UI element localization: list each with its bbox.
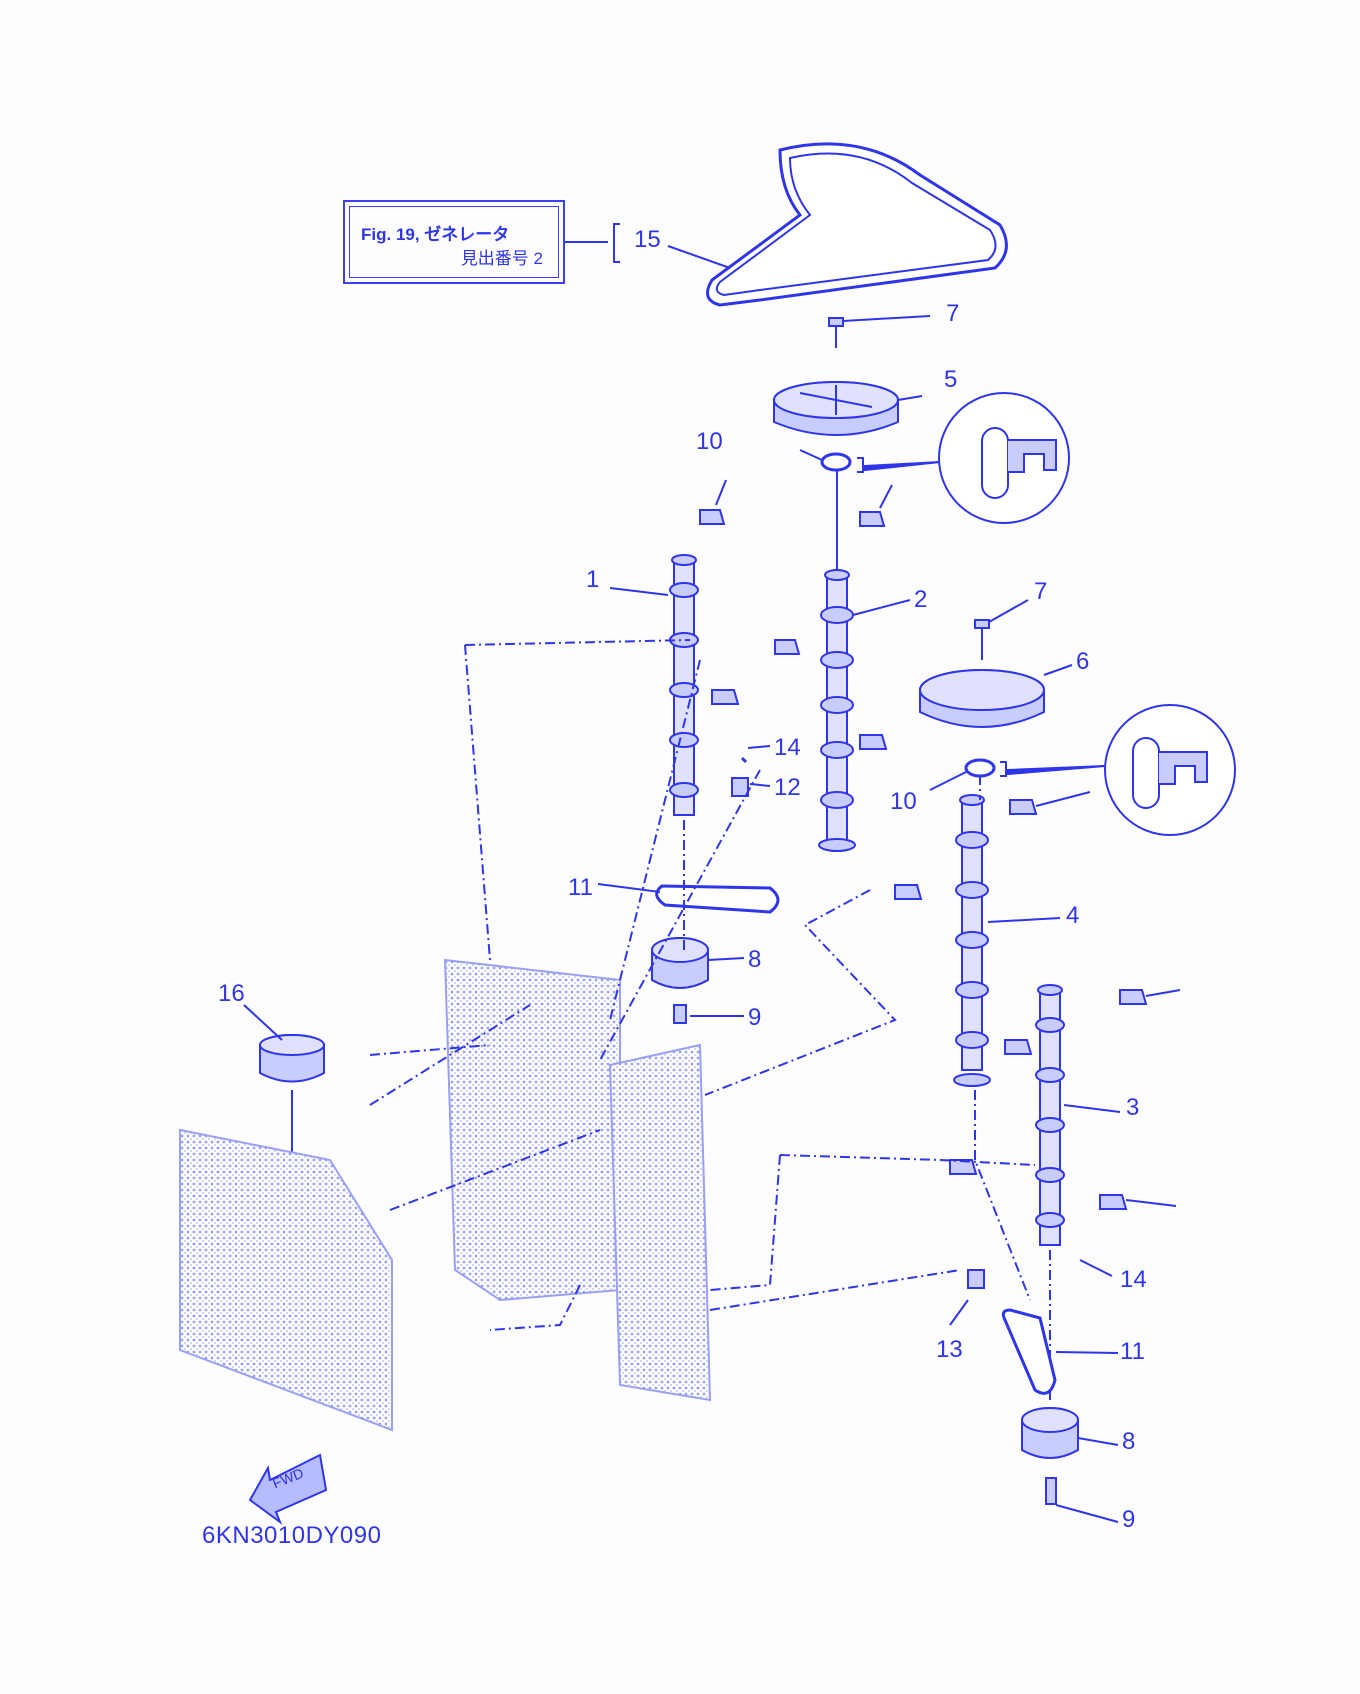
camshaft-4	[953, 794, 1061, 1087]
oil-seal-top	[799, 392, 1070, 524]
callout-8-upper[interactable]: 8	[748, 946, 762, 973]
callout-4[interactable]: 4	[1066, 902, 1080, 929]
callout-14-lower[interactable]: 14	[1120, 1266, 1147, 1293]
fwd-arrow-icon	[248, 1453, 328, 1525]
cam-caps-right	[894, 791, 1181, 1210]
gear-6	[919, 599, 1073, 728]
camshaft-2	[818, 470, 911, 852]
figure-reference-box[interactable]: Fig. 19, ゼネレータ 見出番号 2	[343, 200, 565, 284]
callout-3[interactable]: 3	[1126, 1094, 1140, 1121]
assembly-guide-lines	[369, 639, 1051, 1400]
reference-index-label: 見出番号 2	[460, 249, 543, 268]
callout-7-mid[interactable]: 7	[1034, 578, 1048, 605]
callout-11-lower[interactable]: 11	[1120, 1338, 1145, 1365]
callout-9-lower[interactable]: 9	[1122, 1506, 1136, 1533]
cylinder-head-center	[443, 958, 621, 1302]
reference-figure-label: Fig. 19, ゼネレータ	[361, 225, 510, 244]
callout-7-top[interactable]: 7	[946, 300, 960, 327]
callout-16[interactable]: 16	[218, 980, 245, 1007]
cylinder-head-right	[608, 1043, 712, 1402]
sprocket-lower	[1021, 1407, 1119, 1523]
callout-10-top[interactable]: 10	[696, 428, 723, 455]
callout-2[interactable]: 2	[914, 586, 928, 613]
generator-belt	[706, 142, 1008, 307]
diagram-code: 6KN3010DY090	[202, 1522, 382, 1549]
callout-14-upper[interactable]: 14	[774, 734, 801, 761]
callout-13[interactable]: 13	[936, 1336, 963, 1363]
callout-6[interactable]: 6	[1076, 648, 1090, 675]
callout-11-upper[interactable]: 11	[568, 874, 593, 901]
pulley-5	[773, 381, 923, 436]
flywheel-bolt-top	[828, 315, 931, 348]
cylinder-block-left	[179, 1128, 393, 1432]
oil-seal-middle	[929, 704, 1236, 836]
camshaft-1	[609, 554, 699, 816]
callout-8-lower[interactable]: 8	[1122, 1428, 1136, 1455]
callout-1[interactable]: 1	[586, 566, 600, 593]
camshaft-3	[1035, 984, 1121, 1246]
idler-16	[243, 1004, 325, 1170]
cam-caps-top	[699, 479, 893, 750]
sprocket-upper	[651, 937, 745, 1024]
callout-9-upper[interactable]: 9	[748, 1004, 762, 1031]
callout-10-mid[interactable]: 10	[890, 788, 917, 815]
timing-chain-upper	[597, 745, 780, 914]
timing-chain-lower	[949, 1259, 1119, 1395]
reference-leader	[565, 223, 731, 269]
callout-5[interactable]: 5	[944, 366, 958, 393]
callout-15[interactable]: 15	[634, 226, 661, 253]
callout-12[interactable]: 12	[774, 774, 801, 801]
